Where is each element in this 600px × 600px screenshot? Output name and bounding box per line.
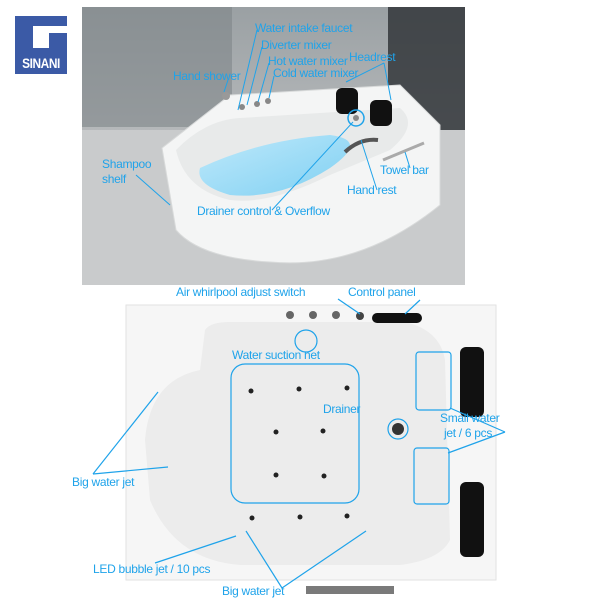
label-headrest: Headrest xyxy=(349,50,396,64)
label-hand-rest: Hand rest xyxy=(347,183,397,197)
label-hot-water-mixer: Hot water mixer xyxy=(268,54,348,68)
label-jet-6pcs: jet / 6 pcs xyxy=(444,426,493,440)
label-control-panel: Control panel xyxy=(348,285,416,299)
control-panel-part xyxy=(372,313,422,323)
label-led-bubble-jet: LED bubble jet / 10 pcs xyxy=(93,562,211,576)
label-shelf: shelf xyxy=(102,172,126,186)
leader-lines xyxy=(135,29,411,211)
headrest-plan-1 xyxy=(460,347,484,417)
label-water-suction-net: Water suction net xyxy=(232,348,320,362)
headrest-plan-2 xyxy=(460,482,484,557)
label-big-water-jet-bottom: Big water jet xyxy=(222,584,285,598)
headrest-left xyxy=(336,88,358,114)
label-drainer: Drainer xyxy=(323,402,361,416)
led-jets xyxy=(248,385,350,521)
label-towel-bar: Towel bar xyxy=(380,163,429,177)
label-water-intake-faucet: Water intake faucet xyxy=(255,21,353,35)
label-shampoo: Shampoo xyxy=(102,157,152,171)
label-cold-water-mixer: Cold water mixer xyxy=(273,66,359,80)
towel-bar xyxy=(382,141,425,162)
label-diverter-mixer: Diverter mixer xyxy=(261,38,332,52)
label-air-whirlpool: Air whirlpool adjust switch xyxy=(176,285,306,299)
sinani-logo: SINANI xyxy=(15,16,67,74)
label-hand-shower: Hand shower xyxy=(173,69,241,83)
label-big-water-jet-left: Big water jet xyxy=(72,475,135,489)
label-small-water: Small water xyxy=(440,411,500,425)
logo-text: SINANI xyxy=(22,55,60,71)
headrest-right xyxy=(370,100,392,126)
label-drainer-control: Drainer control & Overflow xyxy=(197,204,330,218)
hand-rest xyxy=(343,137,379,154)
water xyxy=(199,135,350,196)
